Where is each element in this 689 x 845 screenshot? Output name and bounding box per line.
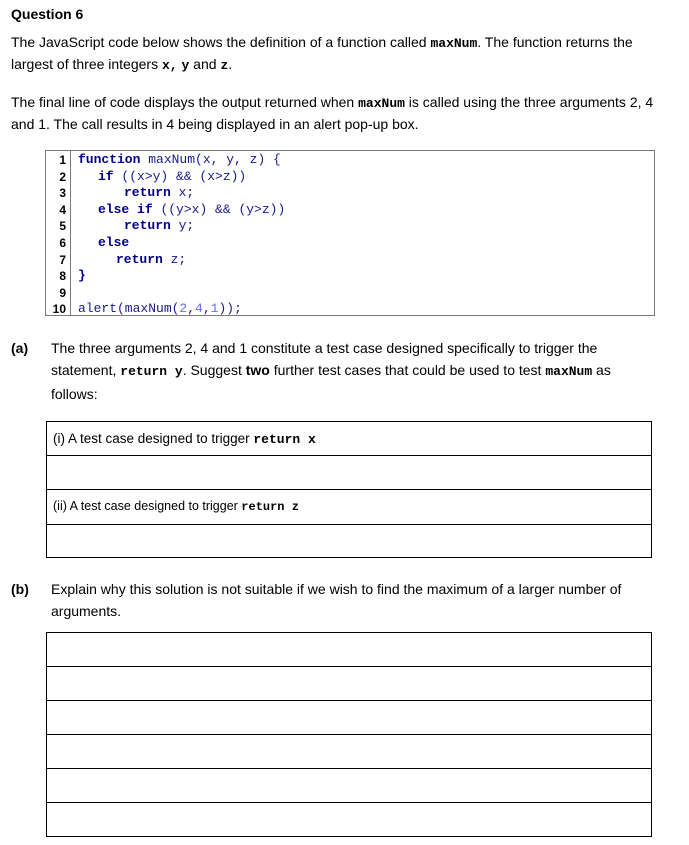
code-number: 2 (179, 301, 188, 317)
code-listing: 1 2 3 4 5 6 7 8 9 10 function maxNum(x, … (45, 150, 655, 316)
line-number: 4 (59, 202, 66, 217)
intro-text: . (228, 56, 233, 72)
line-number: 10 (52, 302, 66, 317)
code-text: , (202, 301, 211, 317)
intro-text: and (189, 56, 221, 72)
code-line-8: } (78, 268, 86, 285)
answer-table-b (46, 632, 652, 837)
code-text: } (78, 268, 86, 284)
code-line-3: return x; (124, 185, 194, 202)
line-number-gutter: 1 2 3 4 5 6 7 8 9 10 (46, 151, 71, 317)
code-text: alert(maxNum( (78, 301, 180, 317)
keyword: return (116, 251, 163, 267)
keyword: return (124, 185, 171, 201)
prompt-text: (i) A test case designed to trigger (53, 431, 254, 446)
intro-text: The final line of code displays the outp… (11, 94, 359, 110)
code-line-1: function maxNum(x, y, z) { (78, 152, 281, 169)
code-line-6: else (98, 235, 129, 252)
code-text: z; (162, 251, 187, 267)
keyword: else (98, 235, 130, 250)
code-number: 4 (195, 301, 203, 317)
part-a-question: The three arguments 2, 4 and 1 constitut… (51, 337, 656, 405)
keyword: if (98, 168, 114, 184)
line-number: 9 (59, 285, 66, 300)
answer-table-a: (i) A test case designed to trigger retu… (46, 421, 652, 558)
answer-field-i[interactable] (47, 456, 651, 490)
code-number: 1 (210, 301, 219, 317)
code-line-5: return y; (124, 218, 194, 235)
line-number: 1 (59, 153, 66, 167)
line-number: 7 (59, 252, 66, 267)
answer-line-5[interactable] (47, 769, 651, 803)
emphasis-two: two (245, 362, 270, 378)
code-line-2: if ((x>y) && (x>z)) (98, 169, 246, 186)
code-text: y; (170, 218, 195, 234)
code-text: ((x>y) && (x>z)) (113, 168, 247, 184)
answer-line-3[interactable] (47, 701, 651, 735)
inline-code-x: x, (161, 58, 178, 73)
keyword: function (78, 152, 141, 167)
inline-code-maxnum: maxNum (358, 96, 405, 111)
line-number: 8 (59, 269, 66, 284)
intro-paragraph-1: The JavaScript code below shows the defi… (11, 32, 671, 76)
part-a-label: (a) (11, 340, 29, 356)
inline-code-return-y: return y (120, 364, 183, 379)
code-text: ((y>x) && (y>z)) (152, 201, 286, 217)
prompt-i: (i) A test case designed to trigger retu… (53, 431, 316, 447)
keyword: return (124, 218, 171, 234)
line-number: 5 (59, 219, 66, 234)
part-b-label: (b) (11, 581, 29, 597)
part-a-text: . Suggest (182, 362, 246, 378)
line-number: 2 (59, 169, 66, 184)
part-a-text: as follows: (51, 362, 611, 402)
question-title: Question 6 (11, 6, 84, 22)
keyword: if (137, 201, 153, 217)
answer-row-prompt-ii: (ii) A test case designed to trigger ret… (47, 490, 651, 525)
code-line-4: else if ((y>x) && (y>z)) (98, 202, 285, 219)
code-text: maxNum(x, y, z) { (140, 152, 281, 167)
inline-code-maxnum: maxNum (545, 364, 593, 379)
code-text: x; (170, 185, 195, 201)
code-text: , (187, 301, 196, 317)
part-a-text: The three arguments 2, 4 and 1 constitut… (51, 340, 598, 378)
keyword: else (98, 201, 130, 217)
line-number: 6 (59, 236, 66, 250)
code-line-7: return z; (116, 252, 186, 269)
prompt-text: (ii) A test case designed to trigger (53, 499, 242, 513)
inline-code-z: z (220, 58, 229, 73)
intro-text: . The function returns the largest of th… (11, 34, 633, 72)
code-text: )); (218, 301, 242, 317)
answer-row-prompt-i: (i) A test case designed to trigger retu… (47, 422, 651, 456)
answer-line-6[interactable] (47, 803, 651, 837)
inline-code-y: y (181, 58, 190, 73)
part-a-text: further test cases that could be used to… (269, 362, 546, 378)
answer-line-2[interactable] (47, 667, 651, 701)
prompt-ii: (ii) A test case designed to trigger ret… (53, 499, 299, 514)
answer-line-4[interactable] (47, 735, 651, 769)
inline-code-return-z: return z (241, 500, 299, 514)
answer-field-ii[interactable] (47, 525, 651, 559)
part-b-question: Explain why this solution is not suitabl… (51, 581, 622, 619)
intro-text: The JavaScript code below shows the defi… (11, 34, 431, 50)
intro-text: is called using the three arguments 2, 4… (11, 94, 654, 132)
line-number: 3 (59, 186, 66, 201)
inline-code-return-x: return x (253, 432, 316, 447)
intro-paragraph-2: The final line of code displays the outp… (11, 92, 671, 134)
code-line-10: alert(maxNum(2,4,1)); (78, 301, 242, 318)
inline-code-maxnum: maxNum (430, 36, 478, 51)
answer-line-1[interactable] (47, 633, 651, 667)
